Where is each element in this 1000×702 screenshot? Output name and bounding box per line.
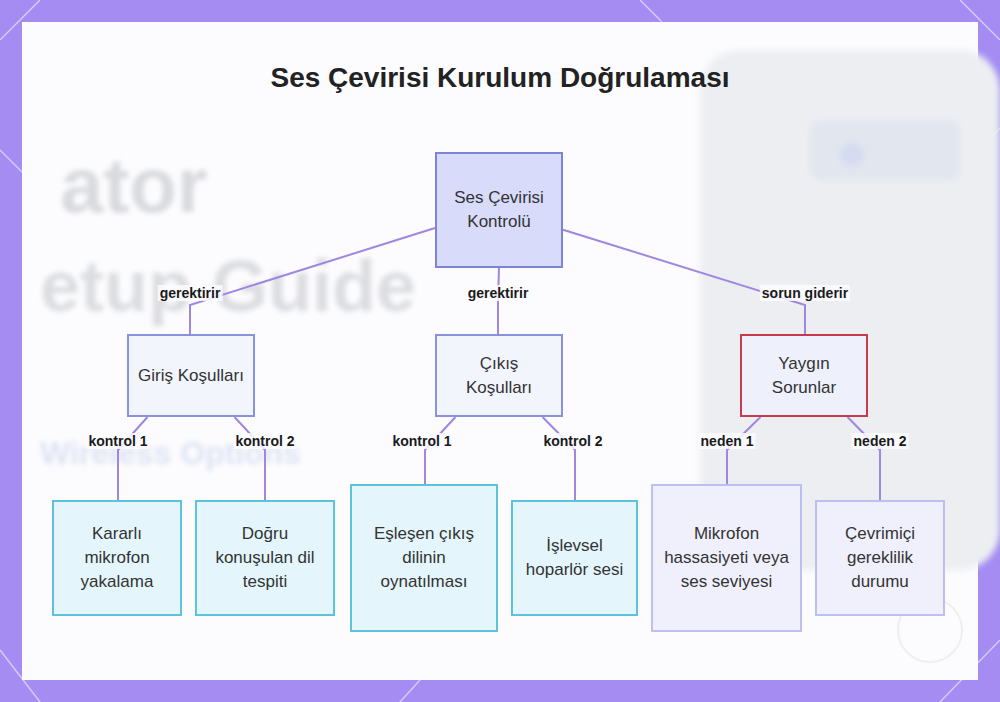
node-label: Çıkış Koşulları xyxy=(445,352,553,400)
connector-line xyxy=(498,268,499,334)
node-label: Giriş Koşulları xyxy=(138,364,244,388)
device-dot xyxy=(840,143,864,167)
background-watermark: ator xyxy=(60,140,207,231)
edge-label: gerektirir xyxy=(466,285,531,301)
node-label: İşlevsel hoparlör sesi xyxy=(521,534,628,582)
device-panel xyxy=(810,120,960,180)
edge-label: kontrol 2 xyxy=(541,433,604,449)
connector-line xyxy=(563,230,805,334)
connector-line xyxy=(543,417,575,500)
node-label: Çevrimiçi gereklilik durumu xyxy=(825,522,935,594)
node-label: Doğru konuşulan dil tespiti xyxy=(205,522,325,594)
node-label: Mikrofon hassasiyeti veya ses seviyesi xyxy=(661,522,792,594)
check-box: Doğru konuşulan dil tespiti xyxy=(195,500,335,616)
category-box: Giriş Koşulları xyxy=(127,334,255,417)
edge-label: sorun giderir xyxy=(760,285,850,301)
connector-line xyxy=(190,228,435,334)
root-box: Ses Çevirisi Kontrolü xyxy=(435,152,563,268)
edge-label: neden 2 xyxy=(852,433,909,449)
node-label: Yaygın Sorunlar xyxy=(750,352,858,400)
connector-line xyxy=(727,417,760,484)
edge-label: kontrol 1 xyxy=(390,433,453,449)
background-watermark: etup Guide xyxy=(40,245,416,327)
connector-line xyxy=(425,417,455,484)
diagram-title: Ses Çevirisi Kurulum Doğrulaması xyxy=(0,62,1000,94)
check-box: İşlevsel hoparlör sesi xyxy=(511,500,638,616)
edge-label: kontrol 1 xyxy=(86,433,149,449)
edge-label: neden 1 xyxy=(699,433,756,449)
issue-box: Yaygın Sorunlar xyxy=(740,334,868,417)
connector-line xyxy=(118,417,147,500)
edge-label: gerektirir xyxy=(158,285,223,301)
check-box: Eşleşen çıkış dilinin oynatılması xyxy=(350,484,498,632)
check-box: Kararlı mikrofon yakalama xyxy=(52,500,182,616)
edge-label: kontrol 2 xyxy=(233,433,296,449)
category-box: Çıkış Koşulları xyxy=(435,334,563,417)
cause-box: Mikrofon hassasiyeti veya ses seviyesi xyxy=(651,484,802,632)
cause-box: Çevrimiçi gereklilik durumu xyxy=(815,500,945,616)
connector-line xyxy=(848,417,880,500)
connector-line xyxy=(235,417,265,500)
node-label: Eşleşen çıkış dilinin oynatılması xyxy=(360,522,488,594)
node-label: Kararlı mikrofon yakalama xyxy=(62,522,172,594)
node-label: Ses Çevirisi Kontrolü xyxy=(445,186,553,234)
